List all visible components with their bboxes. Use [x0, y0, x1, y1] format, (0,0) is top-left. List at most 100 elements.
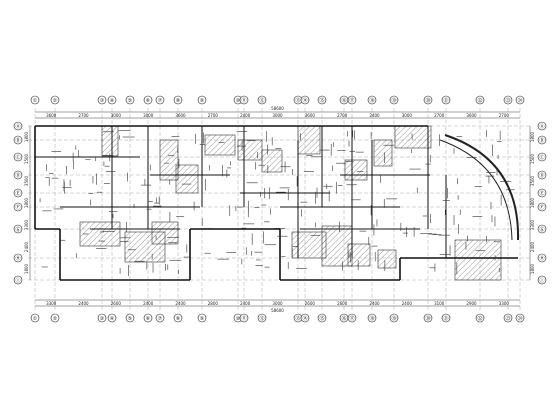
axis-bubble-top: ⑤	[128, 98, 132, 104]
axis-bubble-top-circle	[367, 95, 377, 105]
axis-bubble-top: ③	[100, 98, 104, 104]
axis-bubble-top: ㉓	[505, 97, 510, 104]
rebar-annotations	[39, 130, 515, 277]
axis-bubble-bottom-circle	[367, 313, 377, 323]
axis-bubble-top: ㉒	[477, 97, 482, 104]
dimension-top: 3600	[466, 113, 477, 118]
dimension-right: 1500	[530, 153, 535, 164]
axis-bubble-bottom: ⑭	[302, 315, 307, 322]
axis-bubble-left: Ⓓ	[15, 172, 20, 179]
axis-bubble-left: Ⓘ	[15, 277, 20, 284]
axis-bubble-top-circle	[30, 95, 40, 105]
hatched-area	[321, 225, 353, 267]
hatched-area	[237, 139, 263, 161]
dimension-left: 1800	[24, 131, 29, 142]
axis-bubble-top-circle	[143, 95, 153, 105]
dimension-bottom: 2800	[208, 301, 219, 306]
axis-bubble-left: Ⓑ	[15, 137, 20, 144]
axis-bubble-right: Ⓕ	[539, 204, 544, 211]
hatched-area	[454, 239, 502, 281]
dimension-bottom: 2900	[466, 301, 477, 306]
axis-bubble-top-circle	[347, 95, 357, 105]
axis-bubble-top: ⑮	[319, 97, 324, 104]
axis-bubble-top-circle	[441, 95, 451, 105]
axis-bubble-top-circle	[423, 95, 433, 105]
dimension-top: 2700	[499, 113, 510, 118]
dimension-bottom: 2600	[111, 301, 122, 306]
dimension-bottom: 3300	[46, 301, 57, 306]
axis-bubble-bottom: ⑬	[295, 315, 300, 322]
axis-bubble-bottom-circle	[97, 313, 107, 323]
axis-bubble-bottom: ⑯	[341, 315, 346, 322]
axis-bubble-left: Ⓗ	[15, 255, 20, 262]
axis-bubble-bottom: ㉑	[443, 315, 448, 322]
axis-bubble-right-circle	[537, 135, 547, 145]
axis-bubble-bottom: ⑦	[158, 316, 163, 322]
dimension-top: 3600	[46, 113, 57, 118]
axis-bubble-right: Ⓓ	[539, 172, 544, 179]
dimension-right: 1800	[530, 131, 535, 142]
axis-bubble-right: Ⓗ	[539, 255, 544, 262]
dimension-top: 2700	[434, 113, 445, 118]
axis-bubble-bottom-circle	[423, 313, 433, 323]
axis-bubble-top: ⑰	[349, 97, 354, 104]
axis-bubble-top-circle	[389, 95, 399, 105]
axis-bubble-top: ⑳	[425, 97, 430, 104]
axis-bubble-top: ①	[33, 98, 38, 104]
axis-bubble-bottom: ⑫	[259, 315, 264, 322]
axis-bubble-top: ㉔	[517, 97, 522, 104]
axis-bubble-right: Ⓑ	[539, 137, 544, 144]
dimension-top: 3000	[143, 113, 154, 118]
axis-bubble-bottom: ⑧	[176, 316, 181, 322]
axis-bubble-bottom-circle	[503, 313, 513, 323]
axis-bubble-top-circle	[107, 95, 117, 105]
axis-bubble-left-circle	[13, 170, 23, 180]
axis-bubble-left-circle	[13, 188, 23, 198]
hatched-area	[151, 221, 179, 245]
axis-bubble-right-circle	[537, 152, 547, 162]
dimension-bottom: 2600	[305, 301, 316, 306]
dimension-bottom: 3000	[272, 301, 283, 306]
dimension-top: 2700	[337, 113, 348, 118]
axis-bubble-bottom: ⑪	[241, 315, 246, 322]
dimension-bottom: 2400	[402, 301, 413, 306]
axis-bubble-top-circle	[97, 95, 107, 105]
hatched-area	[291, 231, 327, 259]
axis-bubble-bottom-circle	[515, 313, 525, 323]
dimension-top: 2400	[369, 113, 380, 118]
axis-bubble-bottom-circle	[143, 313, 153, 323]
dimension-left: 3300	[24, 219, 29, 230]
axis-bubble-bottom-circle	[107, 313, 117, 323]
axis-bubble-bottom: ⑥	[146, 316, 151, 322]
dimension-right: 3300	[530, 219, 535, 230]
axis-bubble-top: ⑨	[200, 98, 204, 104]
axis-bubble-bottom: ⑮	[319, 315, 324, 322]
axis-bubble-left-circle	[13, 275, 23, 285]
axis-bubbles: ①①②②③③④④⑤⑤⑥⑥⑦⑦⑧⑧⑨⑨⑩⑩⑪⑪⑫⑫⑬⑬⑭⑭⑮⑮⑯⑯⑰⑰⑱⑱⑲⑲⑳⑳…	[13, 95, 547, 323]
hatched-area	[159, 139, 179, 181]
axis-bubble-bottom-circle	[317, 313, 327, 323]
axis-bubble-right-circle	[537, 121, 547, 131]
axis-bubble-top: ⑯	[341, 97, 346, 104]
axis-bubble-bottom-circle	[300, 313, 310, 323]
axis-bubble-bottom: ㉓	[505, 315, 510, 322]
axis-bubble-bottom: ⑰	[349, 315, 354, 322]
axis-bubble-top-circle	[155, 95, 165, 105]
hatched-area	[101, 125, 119, 157]
axis-bubble-bottom: ①	[33, 316, 38, 322]
hatched-area	[344, 159, 368, 181]
axis-bubble-bottom: ②	[53, 316, 58, 322]
axis-bubble-bottom-circle	[197, 313, 207, 323]
axis-bubble-top: ㉑	[443, 97, 448, 104]
axis-bubble-bottom-circle	[50, 313, 60, 323]
axis-bubble-bottom-circle	[173, 313, 183, 323]
structural-walls	[34, 125, 518, 281]
axis-bubble-right: Ⓘ	[539, 277, 544, 284]
axis-bubble-top-circle	[173, 95, 183, 105]
hatched-area	[204, 134, 236, 156]
axis-bubble-left-circle	[13, 253, 23, 263]
axis-bubble-top-circle	[515, 95, 525, 105]
dimension-top: 3000	[402, 113, 413, 118]
axis-bubble-top: ⑬	[295, 97, 300, 104]
